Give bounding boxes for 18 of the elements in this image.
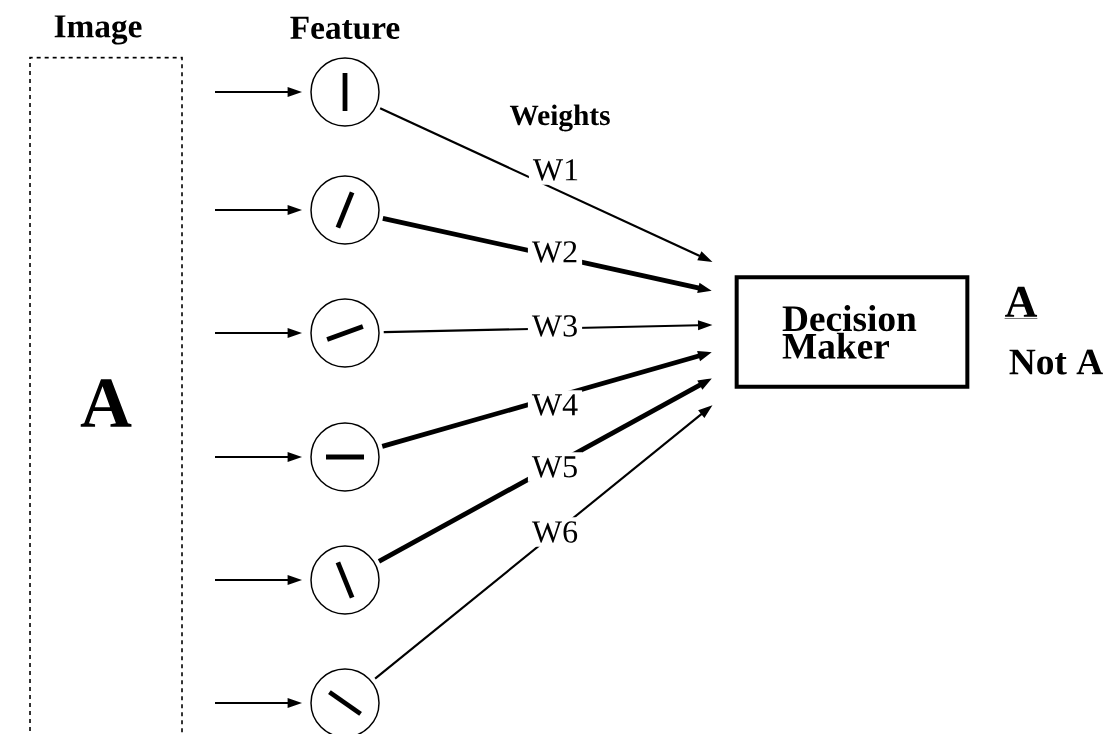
decision-box: Decision Maker [734, 275, 970, 389]
edge-label: W4 [527, 390, 583, 420]
feature-circle [310, 57, 380, 127]
feature-circle [310, 545, 380, 615]
output-label: Not A [1009, 349, 1103, 375]
feature-circle [310, 298, 380, 368]
image-panel: A [29, 56, 183, 734]
edge-label: W1 [528, 155, 584, 185]
edge-label: W6 [527, 517, 583, 547]
panel-heading: Image [54, 15, 142, 45]
output-label: A [1004, 286, 1038, 319]
feature-circle [310, 422, 380, 492]
feature-circle [310, 668, 380, 734]
column-heading: Weights [509, 104, 610, 132]
feature-circle [310, 175, 380, 245]
edge-label: W2 [527, 237, 583, 267]
edge-label: W5 [527, 452, 583, 482]
edge-label: W3 [527, 311, 583, 341]
